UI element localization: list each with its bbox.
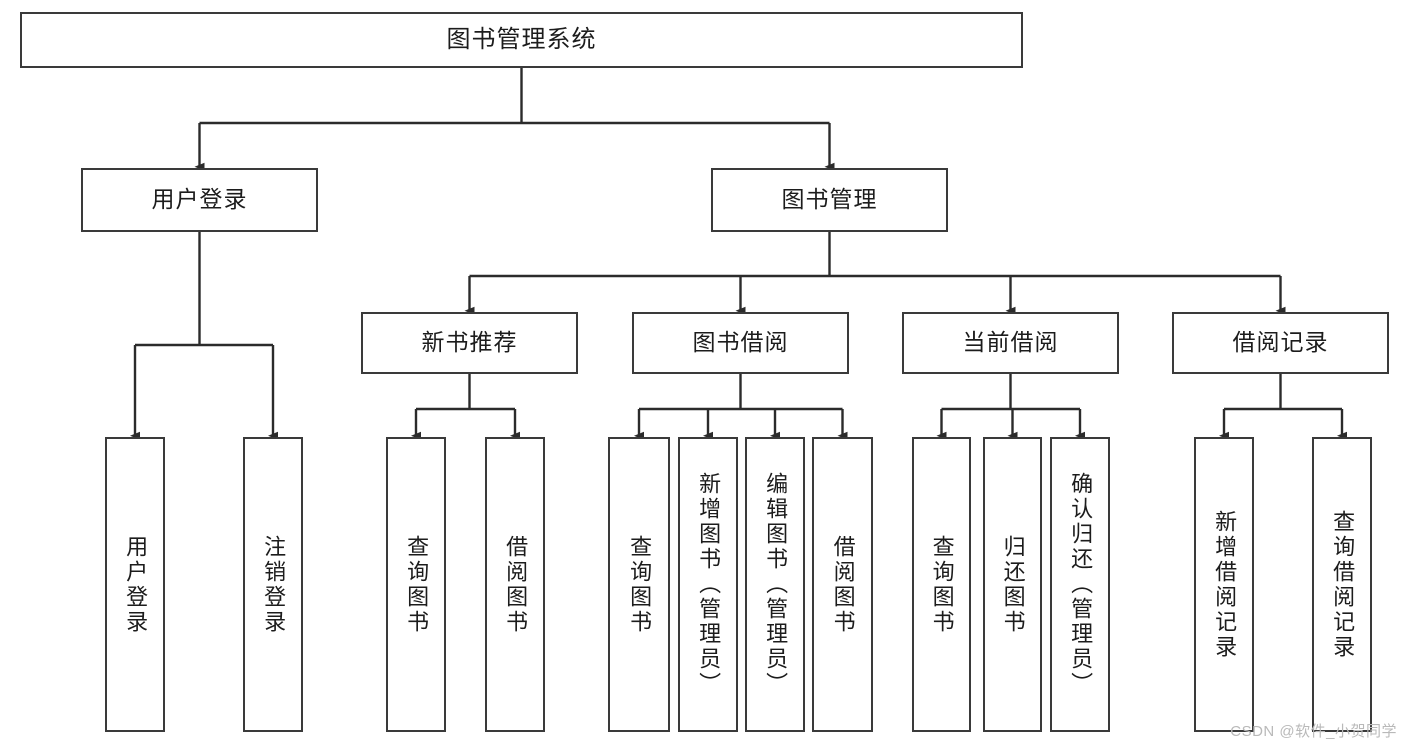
node-leaf-confirm-return[interactable]: 确认归还（管理员） [1050, 437, 1110, 732]
node-label: 借阅图书 [503, 534, 529, 635]
node-label: 新增图书（管理员） [696, 472, 722, 697]
node-label: 当前借阅 [962, 329, 1059, 356]
node-current-borrow[interactable]: 当前借阅 [902, 312, 1119, 374]
node-label: 查询图书 [404, 534, 430, 635]
node-leaf-borrow-book-2[interactable]: 借阅图书 [812, 437, 873, 732]
node-label: 借阅图书 [830, 534, 856, 635]
node-new-book-rec[interactable]: 新书推荐 [361, 312, 578, 374]
node-leaf-borrow-book-1[interactable]: 借阅图书 [485, 437, 545, 732]
node-label: 注销登录 [261, 534, 287, 635]
node-book-manage[interactable]: 图书管理 [711, 168, 948, 232]
node-leaf-add-record[interactable]: 新增借阅记录 [1194, 437, 1254, 732]
node-book-borrow[interactable]: 图书借阅 [632, 312, 849, 374]
node-label: 编辑图书（管理员） [763, 472, 789, 697]
node-leaf-edit-book[interactable]: 编辑图书（管理员） [745, 437, 805, 732]
node-label: 图书管理系统 [446, 25, 597, 53]
node-user-login[interactable]: 用户登录 [81, 168, 318, 232]
node-label: 查询借阅记录 [1330, 509, 1356, 660]
node-label: 新增借阅记录 [1212, 509, 1238, 660]
node-leaf-add-book[interactable]: 新增图书（管理员） [678, 437, 738, 732]
node-label: 归还图书 [1000, 534, 1026, 635]
node-label: 用户登录 [151, 186, 248, 213]
node-label: 图书借阅 [692, 329, 789, 356]
node-leaf-query-book-1[interactable]: 查询图书 [386, 437, 446, 732]
node-borrow-record[interactable]: 借阅记录 [1172, 312, 1389, 374]
node-label: 确认归还（管理员） [1068, 472, 1094, 697]
node-leaf-query-record[interactable]: 查询借阅记录 [1312, 437, 1372, 732]
node-leaf-return-book[interactable]: 归还图书 [983, 437, 1042, 732]
node-label: 图书管理 [781, 186, 878, 213]
node-label: 查询图书 [627, 534, 653, 635]
node-leaf-user-login[interactable]: 用户登录 [105, 437, 165, 732]
node-label: 新书推荐 [421, 329, 518, 356]
node-leaf-logout[interactable]: 注销登录 [243, 437, 303, 732]
node-label: 用户登录 [123, 534, 149, 635]
node-label: 查询图书 [929, 534, 955, 635]
node-root[interactable]: 图书管理系统 [20, 12, 1023, 68]
node-leaf-query-book-2[interactable]: 查询图书 [608, 437, 670, 732]
node-leaf-query-book-3[interactable]: 查询图书 [912, 437, 971, 732]
node-label: 借阅记录 [1232, 329, 1329, 356]
